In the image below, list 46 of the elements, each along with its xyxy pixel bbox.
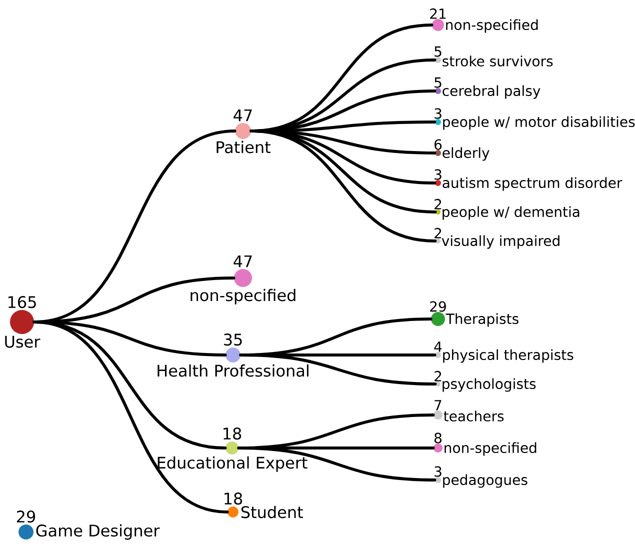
tree-branch	[239, 354, 437, 386]
node-label: psychologists	[442, 378, 536, 392]
count-label: 47	[234, 255, 252, 268]
node-label: autism spectrum disorder	[442, 177, 622, 191]
count-label: 5	[434, 46, 442, 57]
count-label: 47	[234, 109, 252, 122]
node-label: Health Professional	[158, 364, 308, 377]
count-label: 29	[430, 301, 446, 312]
node-label: physical therapists	[443, 349, 574, 363]
count-label: 3	[434, 466, 442, 477]
count-label: 35	[224, 334, 242, 346]
node-label: Therapists	[446, 313, 518, 327]
node-label: pedagogues	[443, 474, 528, 488]
tree-branch	[32, 320, 229, 514]
count-label: 18	[224, 428, 242, 440]
node-label: elderly	[442, 147, 490, 161]
node-label: people w/ motor disabilities	[443, 116, 635, 130]
node-label: people w/ dementia	[442, 206, 580, 220]
tree-branch	[250, 130, 437, 242]
node-label: stroke survivors	[442, 56, 553, 66]
count-label: 5	[434, 77, 442, 88]
count-label: 2	[434, 370, 442, 382]
count-label: 6	[434, 139, 442, 150]
count-label: 29	[17, 510, 36, 523]
node-label: Educational Expert	[158, 456, 308, 472]
count-label: 3	[434, 169, 442, 180]
count-label: 2	[434, 228, 442, 238]
count-label: 4	[434, 342, 442, 352]
count-label: 7	[434, 400, 442, 410]
count-label: 21	[430, 8, 446, 19]
count-label: 3	[434, 108, 442, 119]
count-label: 8	[434, 432, 442, 444]
node-label: visually impaired	[442, 235, 560, 249]
node-label: User	[5, 336, 40, 348]
tree-branch	[237, 446, 436, 482]
count-label: 2	[434, 198, 442, 210]
node-label: teachers	[444, 410, 504, 422]
node-label: non-specified	[190, 288, 296, 304]
node-label: non-specified	[446, 19, 538, 33]
node-label: Game Designer	[36, 524, 160, 540]
node-label: Student	[241, 506, 303, 518]
node-label: cerebral palsy	[442, 85, 540, 99]
node-label: non-specified	[444, 442, 536, 456]
count-label: 165	[8, 296, 36, 308]
count-label: 18	[224, 492, 242, 505]
node-label: Patient	[216, 140, 270, 154]
